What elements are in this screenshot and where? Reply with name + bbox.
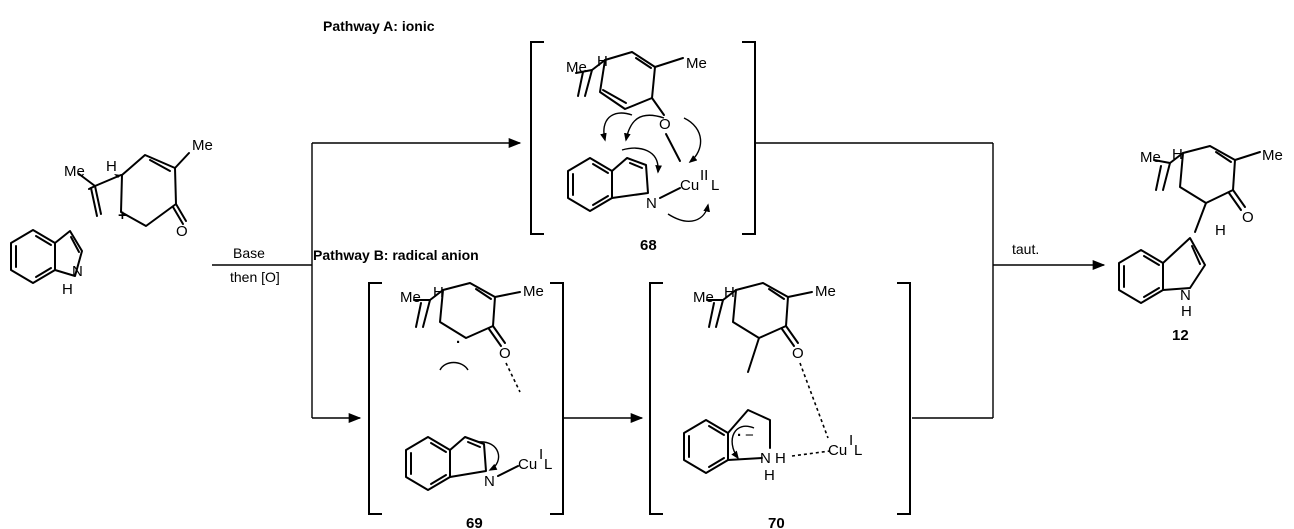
- atom-nh: N: [760, 450, 771, 467]
- compound-label-68: 68: [640, 237, 657, 254]
- atom-me: Me: [1262, 147, 1283, 164]
- ligand-l: L: [854, 442, 862, 459]
- atom-o: O: [176, 223, 188, 240]
- radical-dot: ·: [456, 334, 461, 351]
- intermediate-68: Me H Me O N Cu II L 68: [530, 41, 756, 254]
- intermediate-69: Me H Me O · N Cu I L 69: [368, 282, 564, 529]
- atom-o: O: [1242, 209, 1254, 226]
- carvone-start: H Me Me O: [64, 137, 213, 240]
- atom-me: Me: [400, 289, 421, 306]
- atom-h: H: [433, 284, 444, 301]
- compound-label-70: 70: [768, 515, 785, 529]
- atom-h: H: [724, 284, 735, 301]
- compound-label-69: 69: [466, 515, 483, 529]
- atom-n: N: [646, 195, 657, 212]
- plus-sign: +: [118, 207, 127, 224]
- atom-me: Me: [686, 55, 707, 72]
- atom-h: H: [764, 467, 775, 484]
- atom-o: O: [659, 116, 671, 133]
- taut-label: taut.: [1012, 241, 1039, 257]
- pathway-b-title: Pathway B: radical anion: [313, 247, 479, 263]
- copper-oxidation-state: I: [849, 432, 853, 449]
- compound-label-12: 12: [1172, 327, 1189, 344]
- ligand-l: L: [711, 177, 719, 194]
- pathway-a-title: Pathway A: ionic: [323, 18, 435, 34]
- intermediate-70: Me H Me O N H H Cu I L · − 70: [649, 282, 911, 529]
- atom-n: N: [72, 263, 83, 280]
- radical-dot: ·: [737, 427, 742, 444]
- indole-start: N H: [10, 229, 83, 298]
- atom-h: H: [1215, 222, 1226, 239]
- copper-oxidation-state: II: [700, 167, 708, 184]
- atom-me: Me: [815, 283, 836, 300]
- ligand-l: L: [544, 456, 552, 473]
- copper-atom: Cu: [680, 177, 699, 194]
- atom-o: O: [792, 345, 804, 362]
- atom-n: N: [484, 473, 495, 490]
- atom-o: O: [499, 345, 511, 362]
- copper-atom: Cu: [828, 442, 847, 459]
- copper-atom: Cu: [518, 456, 537, 473]
- atom-me: Me: [192, 137, 213, 154]
- product-12: Me H Me O H N H 12: [1118, 145, 1283, 344]
- atom-me: Me: [693, 289, 714, 306]
- copper-oxidation-state: I: [539, 446, 543, 463]
- atom-h: H: [775, 450, 786, 467]
- atom-h: H: [106, 158, 117, 175]
- atom-h: H: [1181, 303, 1192, 320]
- anion-charge: −: [745, 427, 754, 444]
- atom-me: Me: [566, 59, 587, 76]
- atom-h: H: [1172, 146, 1183, 163]
- atom-me: Me: [64, 163, 85, 180]
- atom-h: H: [597, 53, 608, 70]
- condition-base: Base: [233, 245, 265, 261]
- atom-h: H: [62, 281, 73, 298]
- atom-me: Me: [1140, 149, 1161, 166]
- atom-n: N: [1180, 287, 1191, 304]
- atom-me: Me: [523, 283, 544, 300]
- condition-oxidant: then [O]: [230, 269, 280, 285]
